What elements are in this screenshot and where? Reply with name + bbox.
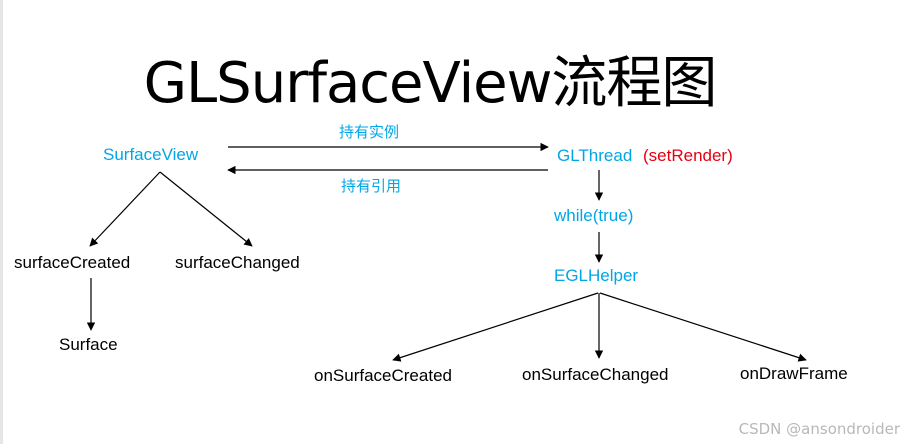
- node-surfacechanged: surfaceChanged: [175, 253, 300, 272]
- arrow-surfaceview-to-surfacechanged: [159, 171, 253, 247]
- diagram-title: GLSurfaceView流程图: [143, 51, 718, 116]
- node-ondrawframe: onDrawFrame: [740, 364, 848, 383]
- node-setrender-annotation: (setRender): [643, 146, 733, 165]
- edge-label-holds-reference: 持有引用: [341, 177, 402, 195]
- watermark: CSDN @ansondroider: [738, 420, 900, 438]
- node-glthread: GLThread: [557, 146, 633, 165]
- arrow-eglhelper-to-ondrawframe: [599, 292, 807, 362]
- node-onsurfacecreated: onSurfaceCreated: [314, 366, 452, 385]
- arrow-surfaceview-to-surfacecreated: [89, 171, 161, 247]
- node-surfaceview: SurfaceView: [103, 145, 199, 164]
- node-while-true: while(true): [554, 206, 634, 225]
- node-eglhelper: EGLHelper: [554, 266, 639, 285]
- arrow-eglhelper-to-onsurfacecreated: [392, 292, 599, 362]
- left-border: [0, 0, 3, 444]
- node-surfacecreated: surfaceCreated: [14, 253, 131, 272]
- edge-label-holds-instance: 持有实例: [339, 123, 400, 141]
- node-surface: Surface: [59, 335, 118, 354]
- node-onsurfacechanged: onSurfaceChanged: [522, 365, 669, 384]
